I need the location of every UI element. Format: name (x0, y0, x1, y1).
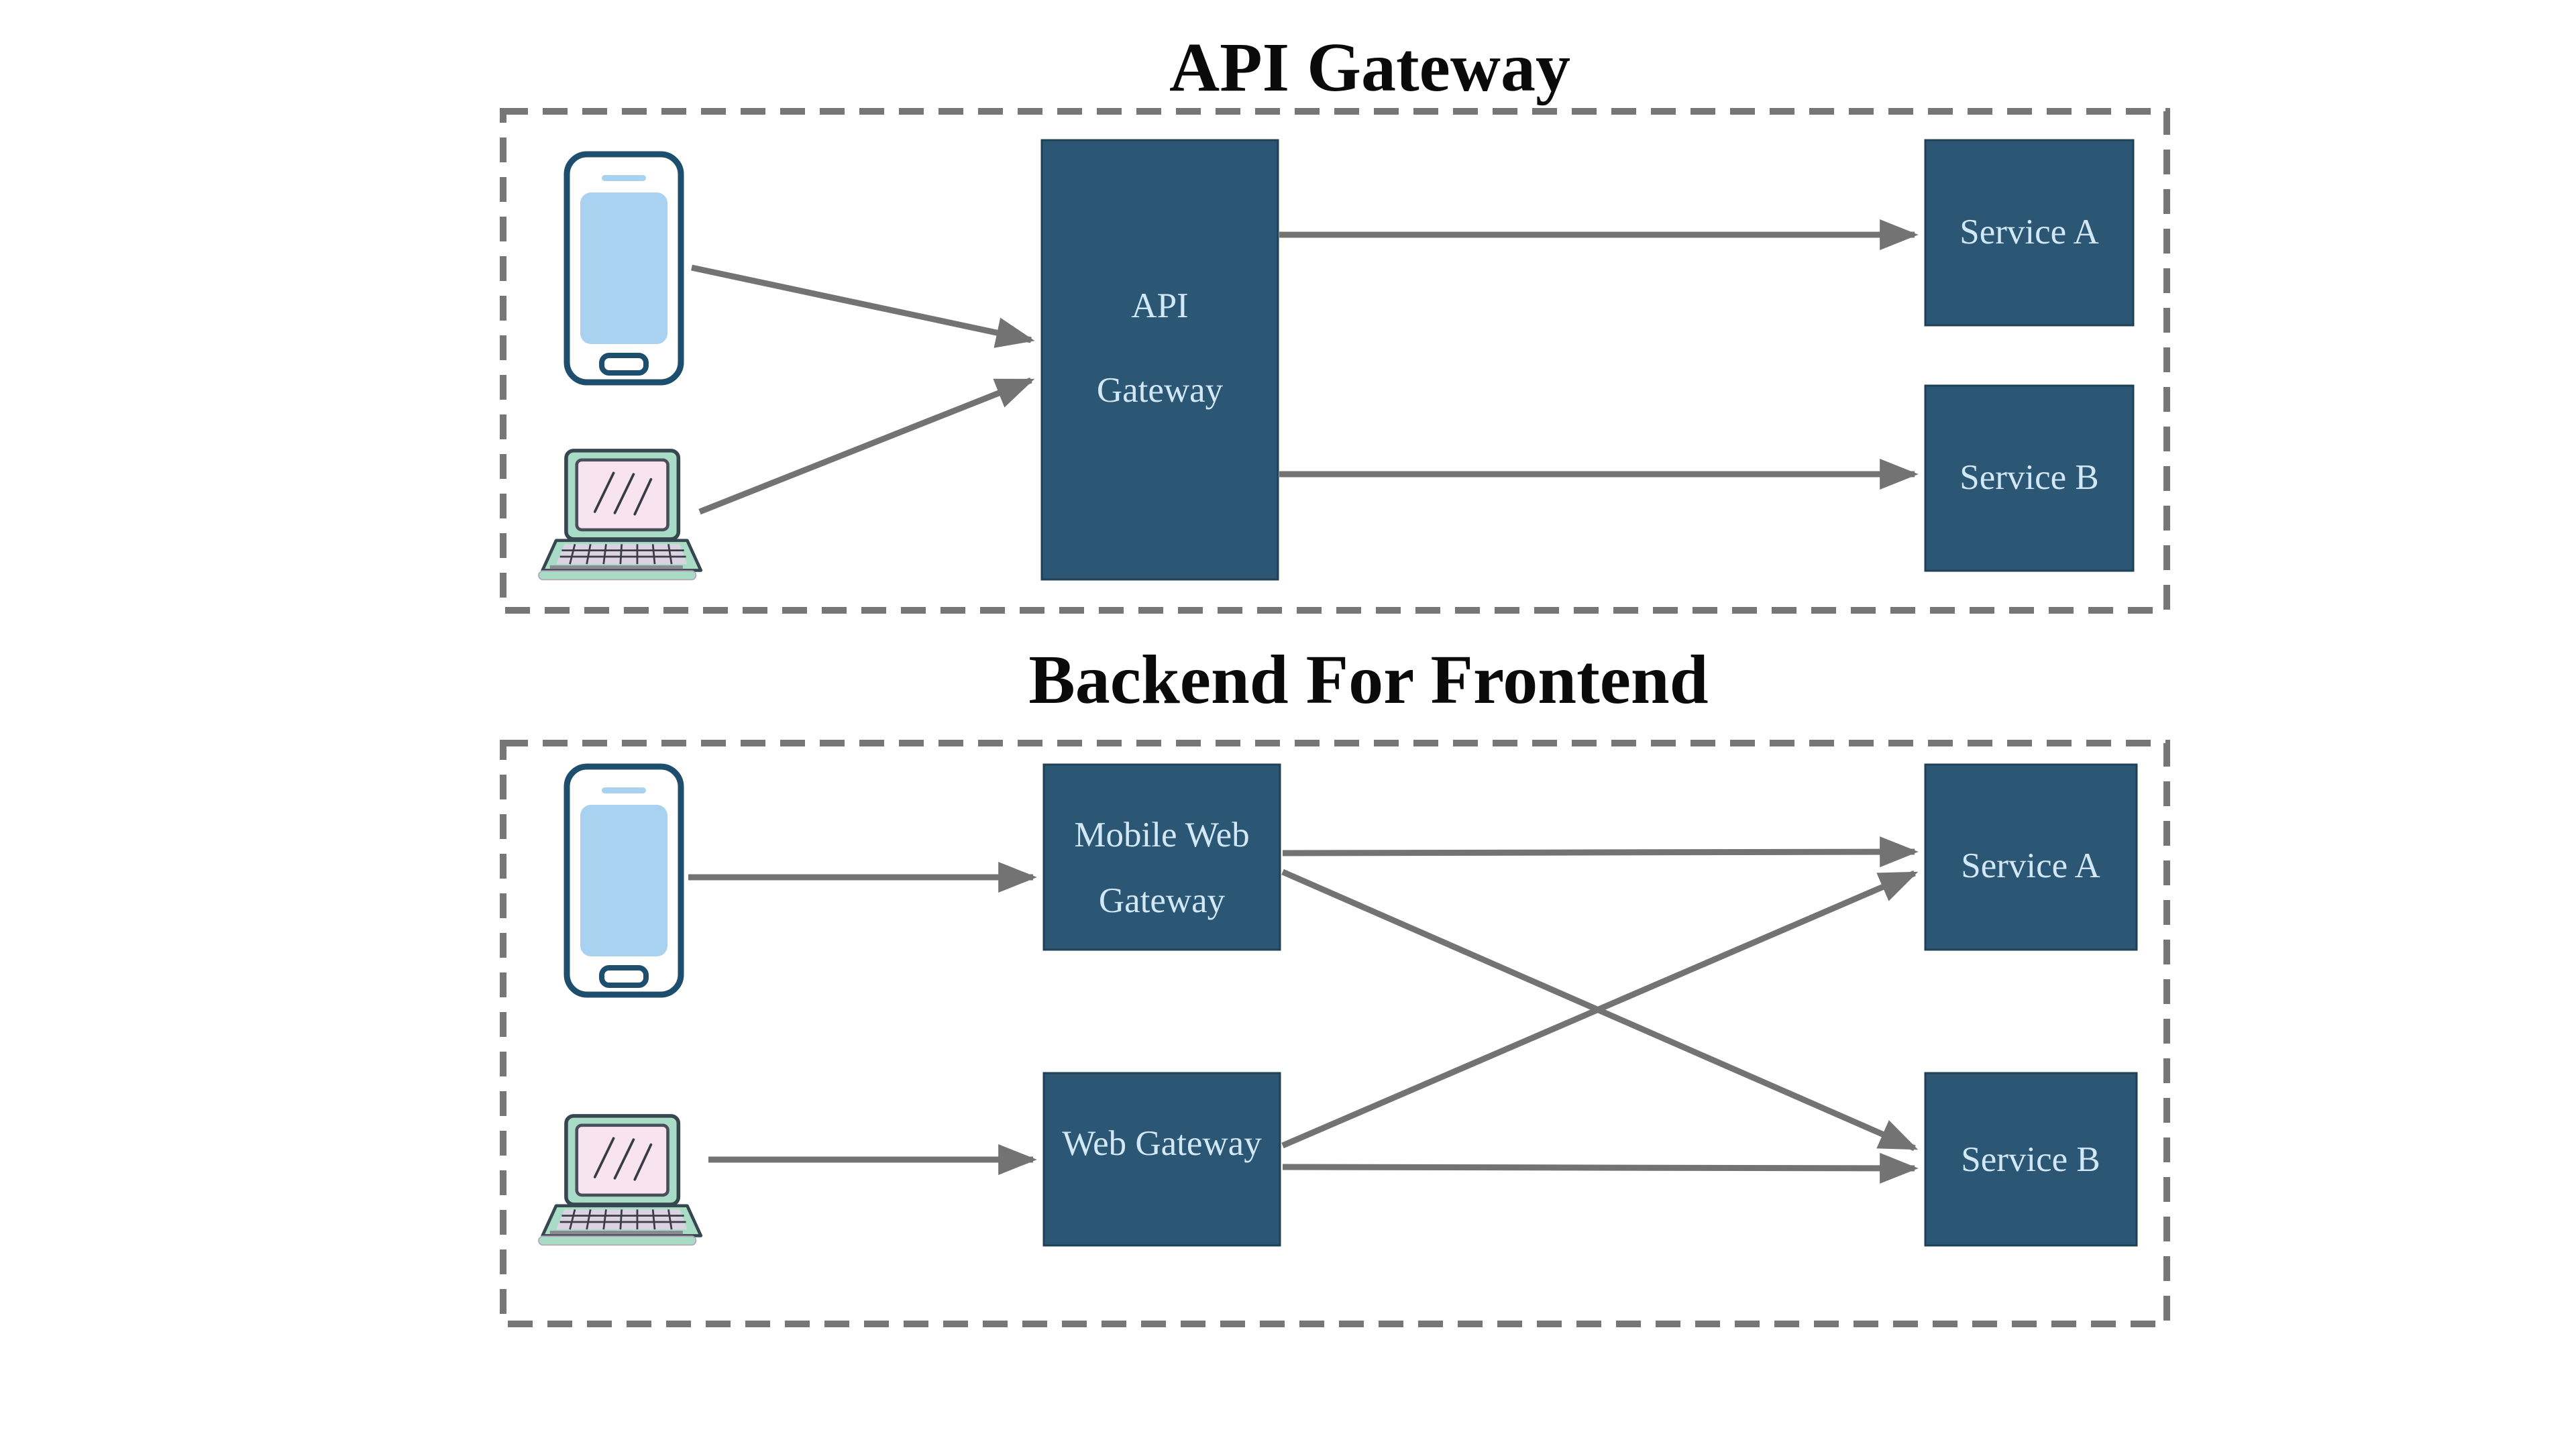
node-box (1924, 139, 2135, 327)
smartphone-icon (567, 767, 681, 995)
node-web-gateway: Web Gateway (1042, 1072, 1281, 1247)
laptop-icon (539, 451, 701, 580)
arrow-web-gateway-to-service-b (1282, 1152, 1919, 1184)
node-label: Web Gateway (1062, 1124, 1262, 1163)
node-mobile-web-gateway: Mobile Web Gateway (1042, 763, 1281, 951)
node-label-line2: Gateway (1099, 881, 1226, 920)
section-title: API Gateway (1169, 29, 1570, 106)
node-service-b: Service B (1924, 384, 2135, 572)
section-title: Backend For Frontend (1028, 641, 1708, 718)
section-api-gateway: API Gateway API Gateway Service A Servic… (500, 29, 2170, 614)
arrow-phone-to-api-gateway (691, 264, 1035, 348)
arrow-web-gateway-to-service-a (1281, 870, 1919, 1149)
arrow-laptop-to-api-gateway (698, 377, 1035, 515)
node-label: Service A (1961, 846, 2100, 885)
node-label: Service A (1960, 213, 2099, 252)
node-box (1924, 1072, 2138, 1247)
node-box (1040, 139, 1279, 581)
node-label-line1: API (1131, 286, 1188, 325)
node-service-a: Service A (1924, 139, 2135, 327)
node-label-line2: Gateway (1097, 371, 1224, 410)
laptop-icon (539, 1116, 701, 1245)
node-box (1042, 1072, 1281, 1247)
smartphone-icon (567, 154, 681, 382)
node-box (1042, 763, 1281, 951)
node-service-b: Service B (1924, 1072, 2138, 1247)
node-label: Service B (1960, 458, 2099, 497)
node-label-line1: Mobile Web (1074, 816, 1249, 854)
node-box (1924, 763, 2138, 951)
node-box (1924, 384, 2135, 572)
section-backend-for-frontend: Backend For Frontend Mobile Web Gateway … (500, 641, 2170, 1327)
node-service-a: Service A (1924, 763, 2138, 951)
arrow-mobile-gateway-to-service-a (1282, 836, 1919, 868)
node-api-gateway: API Gateway (1040, 139, 1279, 581)
section-boundary (500, 740, 2170, 1327)
node-label: Service B (1961, 1140, 2100, 1179)
section-boundary (500, 108, 2170, 614)
